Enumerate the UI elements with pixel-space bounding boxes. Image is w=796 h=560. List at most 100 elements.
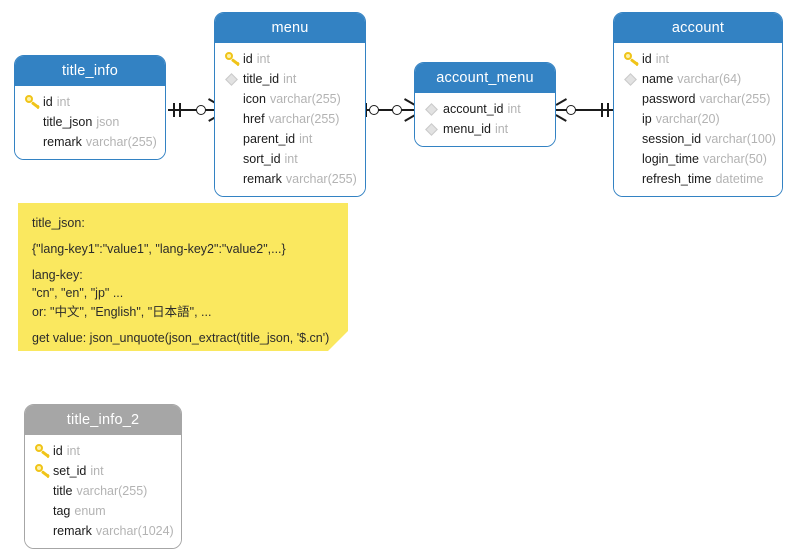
table-header-title_info: title_info (15, 56, 165, 86)
sticky-note-title_json[interactable]: title_json: {"lang-key1":"value1", "lang… (18, 203, 348, 351)
column-type: int (66, 444, 80, 458)
cardinality-zero-circle (369, 105, 379, 115)
table-row[interactable]: id int (215, 49, 365, 69)
foreign-key-diamond-icon (424, 99, 443, 119)
table-row[interactable]: ip varchar(20) (614, 109, 782, 129)
column-name: login_time (642, 152, 699, 166)
column-name: remark (43, 135, 82, 149)
relationship-account_menu-account (555, 98, 615, 122)
no-key-marker (623, 129, 642, 149)
column-name: icon (243, 92, 266, 106)
table-row[interactable]: parent_id int (215, 129, 365, 149)
table-card-account[interactable]: account id int name varchar(64) password… (613, 12, 783, 197)
column-type: varchar(255) (76, 484, 148, 498)
table-row[interactable]: sort_id int (215, 149, 365, 169)
table-row[interactable]: id int (614, 49, 782, 69)
table-row[interactable]: id int (25, 441, 181, 461)
table-row[interactable]: id int (15, 92, 165, 112)
no-key-marker (623, 89, 642, 109)
table-card-menu[interactable]: menu id int title_id int icon varchar(25… (214, 12, 366, 197)
table-columns-menu: id int title_id int icon varchar(255) hr… (215, 43, 365, 196)
note-line: {"lang-key1":"value1", "lang-key2":"valu… (32, 242, 286, 257)
column-type: varchar(100) (705, 132, 776, 146)
note-line: title_json: (32, 216, 85, 230)
table-row[interactable]: refresh_time datetime (614, 169, 782, 189)
column-type: varchar(255) (699, 92, 771, 106)
column-name: title (53, 484, 73, 498)
column-name: password (642, 92, 696, 106)
table-header-title_info_2: title_info_2 (25, 405, 181, 435)
column-type: int (256, 52, 270, 66)
column-type: int (494, 122, 509, 136)
table-row[interactable]: login_time varchar(50) (614, 149, 782, 169)
column-type: datetime (715, 172, 764, 186)
table-columns-title_info_2: id int set_id int title varchar(255) tag… (25, 435, 181, 548)
column-name: sort_id (243, 152, 281, 166)
column-name: id (43, 95, 53, 109)
table-row[interactable]: session_id varchar(100) (614, 129, 782, 149)
cardinality-zero-circle (566, 105, 576, 115)
no-key-marker (623, 149, 642, 169)
primary-key-icon (224, 49, 243, 69)
table-card-title_info[interactable]: title_info id int title_json json remark… (14, 55, 166, 160)
table-row[interactable]: title varchar(255) (25, 481, 181, 501)
column-name: name (642, 72, 674, 86)
column-name: id (53, 444, 63, 458)
table-row[interactable]: name varchar(64) (614, 69, 782, 89)
column-name: id (243, 52, 253, 66)
column-name: set_id (53, 464, 87, 478)
cardinality-one-and-only-one (173, 103, 182, 117)
table-row[interactable]: remark varchar(255) (215, 169, 365, 189)
table-card-account_menu[interactable]: account_menu account_id int menu_id int (414, 62, 556, 147)
table-row[interactable]: href varchar(255) (215, 109, 365, 129)
no-key-marker (34, 521, 53, 541)
table-card-title_info_2[interactable]: title_info_2 id int set_id int title var… (24, 404, 182, 549)
table-row[interactable]: account_id int (415, 99, 555, 119)
column-type: varchar(50) (702, 152, 767, 166)
table-header-account_menu: account_menu (415, 63, 555, 93)
column-type: int (90, 464, 104, 478)
table-columns-title_info: id int title_json json remark varchar(25… (15, 86, 165, 159)
table-row[interactable]: title_json json (15, 112, 165, 132)
relationship-line (364, 109, 416, 111)
table-row[interactable]: remark varchar(1024) (25, 521, 181, 541)
table-row[interactable]: menu_id int (415, 119, 555, 139)
column-type: int (299, 132, 313, 146)
table-row[interactable]: set_id int (25, 461, 181, 481)
column-name: parent_id (243, 132, 296, 146)
column-name: remark (53, 524, 92, 538)
relationship-line (168, 109, 218, 111)
column-type: int (284, 152, 298, 166)
column-type: varchar(255) (85, 135, 157, 149)
primary-key-icon (34, 461, 53, 481)
table-row[interactable]: icon varchar(255) (215, 89, 365, 109)
column-name: title_json (43, 115, 93, 129)
relationship-menu-account_menu (364, 98, 416, 122)
no-key-marker (224, 169, 243, 189)
no-key-marker (623, 169, 642, 189)
table-columns-account_menu: account_id int menu_id int (415, 93, 555, 146)
foreign-key-diamond-icon (224, 69, 243, 89)
note-line: "cn", "en", "jp" ... (32, 286, 124, 301)
column-type: varchar(64) (677, 72, 742, 86)
note-line: get value: json_unquote(json_extract(tit… (32, 330, 330, 345)
column-type: json (96, 115, 120, 129)
column-type: int (283, 72, 297, 86)
column-type: varchar(255) (269, 92, 341, 106)
column-name: session_id (642, 132, 702, 146)
primary-key-icon (24, 92, 43, 112)
no-key-marker (34, 501, 53, 521)
column-type: varchar(20) (655, 112, 720, 126)
column-type: int (655, 52, 669, 66)
column-name: remark (243, 172, 282, 186)
no-key-marker (224, 149, 243, 169)
cardinality-one-and-only-one (601, 103, 610, 117)
foreign-key-diamond-icon (424, 119, 443, 139)
table-row[interactable]: title_id int (215, 69, 365, 89)
table-row[interactable]: remark varchar(255) (15, 132, 165, 152)
note-line: lang-key: (32, 268, 83, 283)
table-row[interactable]: password varchar(255) (614, 89, 782, 109)
table-row[interactable]: tag enum (25, 501, 181, 521)
relationship-line (557, 109, 615, 111)
column-type: int (507, 102, 521, 116)
